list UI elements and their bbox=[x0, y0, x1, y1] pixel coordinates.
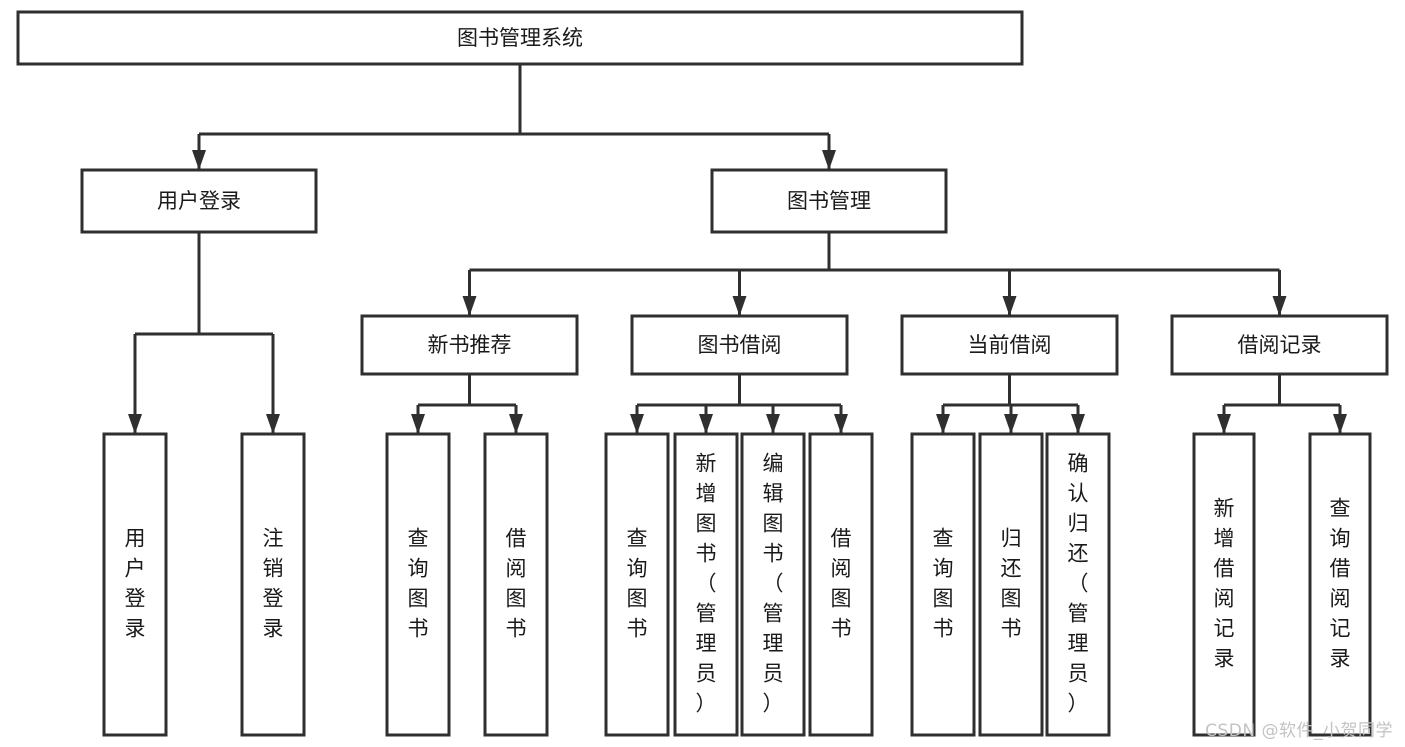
node-records[interactable]: 借阅记录 bbox=[1170, 314, 1389, 376]
node-label-leaf-add-book: 新增图书（管理员） bbox=[696, 452, 717, 716]
node-newbook[interactable]: 新书推荐 bbox=[360, 314, 579, 376]
node-box-leaf-user-logout[interactable] bbox=[240, 432, 306, 737]
node-leaf-user-logout[interactable]: 注销登录 bbox=[240, 432, 306, 737]
node-box-leaf-query-book-1[interactable] bbox=[385, 432, 451, 737]
node-login[interactable]: 用户登录 bbox=[80, 168, 318, 234]
node-box-leaf-query-book-3[interactable] bbox=[910, 432, 976, 737]
node-box-records[interactable] bbox=[1170, 314, 1389, 376]
connector-group-newbook bbox=[411, 374, 523, 434]
node-box-login[interactable] bbox=[80, 168, 318, 234]
node-label-leaf-query-book-1: 查询图书 bbox=[408, 527, 429, 641]
node-leaf-user-login[interactable]: 用户登录 bbox=[102, 432, 168, 737]
node-leaf-return-book[interactable]: 归还图书 bbox=[978, 432, 1044, 737]
node-borrow[interactable]: 图书借阅 bbox=[630, 314, 849, 376]
connector-group-current bbox=[936, 374, 1085, 434]
node-label-records: 借阅记录 bbox=[1238, 333, 1322, 357]
node-box-leaf-edit-book[interactable] bbox=[740, 432, 806, 737]
node-label-leaf-query-book-2: 查询图书 bbox=[627, 527, 648, 641]
node-leaf-add-record[interactable]: 新增借阅记录 bbox=[1192, 432, 1256, 737]
node-box-root[interactable] bbox=[16, 10, 1024, 66]
node-label-borrow: 图书借阅 bbox=[698, 333, 782, 357]
node-leaf-borrow-book-1[interactable]: 借阅图书 bbox=[483, 432, 549, 737]
node-box-leaf-add-record[interactable] bbox=[1192, 432, 1256, 737]
node-label-leaf-borrow-book-2: 借阅图书 bbox=[831, 527, 852, 641]
node-box-leaf-borrow-book-1[interactable] bbox=[483, 432, 549, 737]
node-leaf-borrow-book-2[interactable]: 借阅图书 bbox=[808, 432, 874, 737]
node-root[interactable]: 图书管理系统 bbox=[16, 10, 1024, 66]
nodes-layer: 图书管理系统用户登录图书管理新书推荐图书借阅当前借阅借阅记录用户登录注销登录查询… bbox=[16, 10, 1389, 737]
node-leaf-add-book[interactable]: 新增图书（管理员） bbox=[673, 432, 739, 737]
node-leaf-query-book-3[interactable]: 查询图书 bbox=[910, 432, 976, 737]
node-label-leaf-confirm-return: 确认归还（管理员） bbox=[1068, 452, 1089, 716]
node-label-leaf-borrow-book-1: 借阅图书 bbox=[506, 527, 527, 641]
node-label-leaf-return-book: 归还图书 bbox=[1001, 527, 1022, 641]
node-label-leaf-edit-book: 编辑图书（管理员） bbox=[763, 452, 784, 716]
node-box-leaf-borrow-book-2[interactable] bbox=[808, 432, 874, 737]
node-box-leaf-user-login[interactable] bbox=[102, 432, 168, 737]
node-box-leaf-add-book[interactable] bbox=[673, 432, 739, 737]
node-box-newbook[interactable] bbox=[360, 314, 579, 376]
node-label-leaf-user-login: 用户登录 bbox=[125, 527, 146, 641]
node-leaf-query-record[interactable]: 查询借阅记录 bbox=[1308, 432, 1372, 737]
node-box-current[interactable] bbox=[900, 314, 1119, 376]
connector-group-records bbox=[1217, 374, 1347, 434]
node-box-leaf-return-book[interactable] bbox=[978, 432, 1044, 737]
node-label-root: 图书管理系统 bbox=[457, 26, 583, 50]
node-leaf-edit-book[interactable]: 编辑图书（管理员） bbox=[740, 432, 806, 737]
node-box-bookmgmt[interactable] bbox=[710, 168, 948, 234]
node-label-leaf-add-record: 新增借阅记录 bbox=[1214, 497, 1235, 671]
node-label-leaf-query-record: 查询借阅记录 bbox=[1330, 497, 1351, 671]
node-box-leaf-query-record[interactable] bbox=[1308, 432, 1372, 737]
node-box-leaf-confirm-return[interactable] bbox=[1045, 432, 1111, 737]
node-leaf-query-book-2[interactable]: 查询图书 bbox=[604, 432, 670, 737]
node-box-borrow[interactable] bbox=[630, 314, 849, 376]
connector-group-bookmgmt bbox=[462, 232, 1287, 316]
node-current[interactable]: 当前借阅 bbox=[900, 314, 1119, 376]
node-label-login: 用户登录 bbox=[157, 189, 241, 213]
node-label-current: 当前借阅 bbox=[968, 333, 1052, 357]
node-leaf-query-book-1[interactable]: 查询图书 bbox=[385, 432, 451, 737]
connector-group-login bbox=[128, 232, 280, 434]
connectors-layer bbox=[128, 64, 1347, 434]
node-bookmgmt[interactable]: 图书管理 bbox=[710, 168, 948, 234]
node-leaf-confirm-return[interactable]: 确认归还（管理员） bbox=[1045, 432, 1111, 737]
connector-group-root bbox=[192, 64, 836, 170]
node-label-newbook: 新书推荐 bbox=[428, 333, 512, 357]
node-label-leaf-user-logout: 注销登录 bbox=[263, 527, 284, 641]
connector-group-borrow bbox=[630, 374, 848, 434]
node-label-leaf-query-book-3: 查询图书 bbox=[933, 527, 954, 641]
node-label-bookmgmt: 图书管理 bbox=[787, 189, 871, 213]
node-box-leaf-query-book-2[interactable] bbox=[604, 432, 670, 737]
